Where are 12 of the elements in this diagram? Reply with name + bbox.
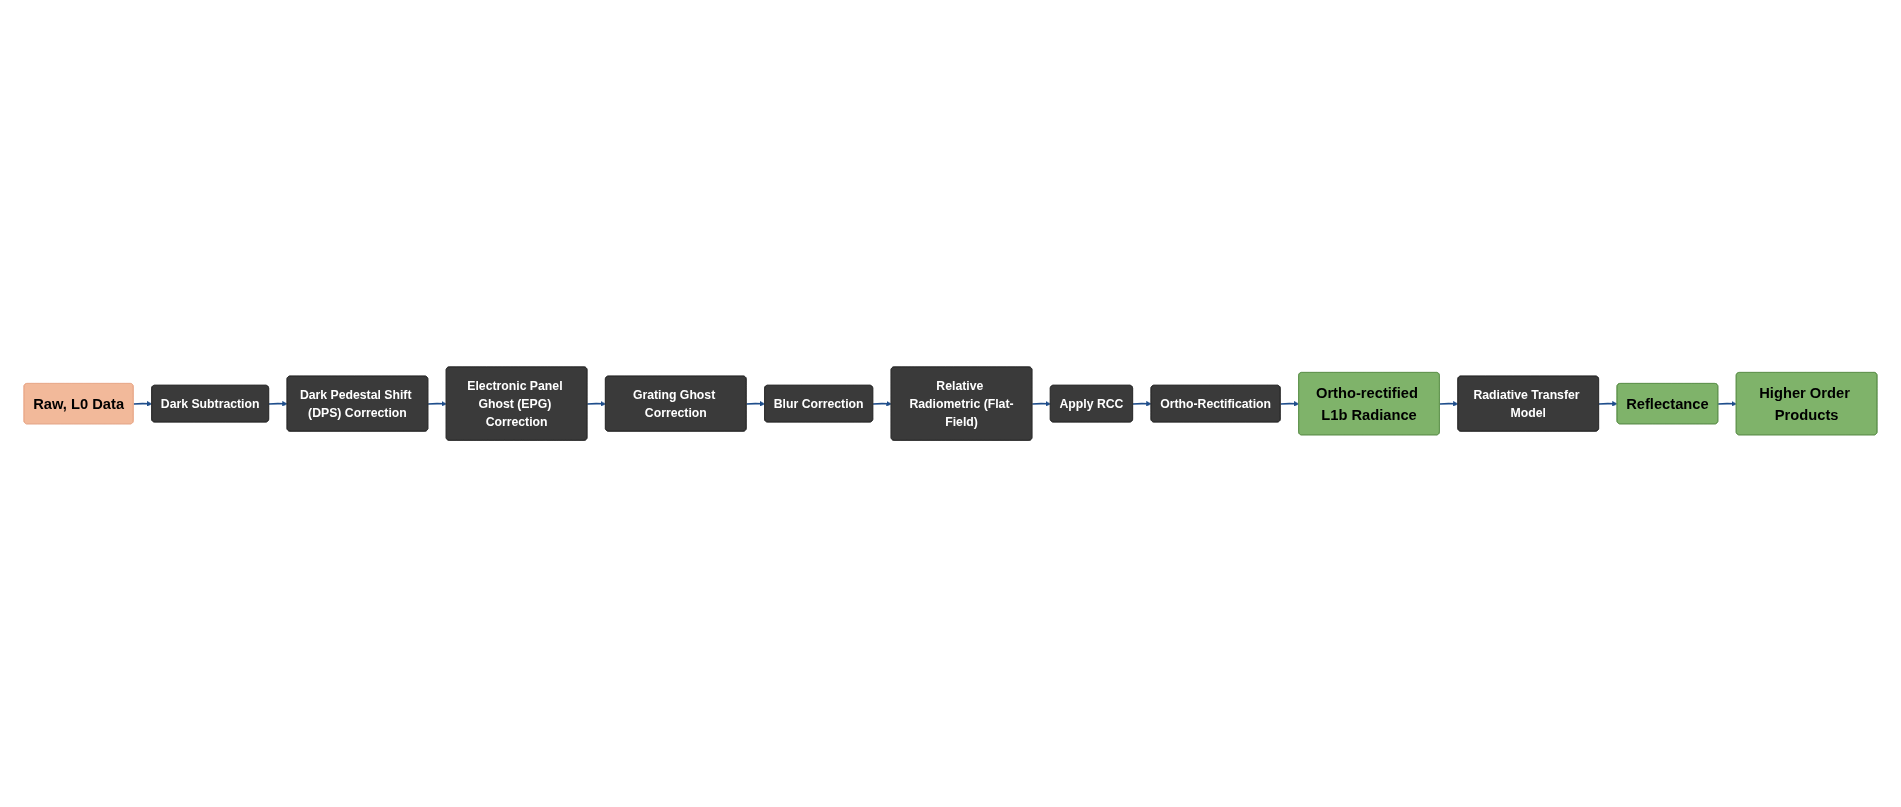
arrow [745, 400, 766, 407]
arrow [427, 400, 447, 407]
arrow [132, 400, 153, 407]
arrow [1598, 400, 1618, 407]
arrow [268, 400, 288, 407]
arrow [1279, 400, 1300, 407]
arrow [1132, 400, 1152, 407]
arrow [872, 400, 892, 407]
arrow [1717, 400, 1737, 407]
arrow [1438, 400, 1459, 407]
arrow [586, 400, 606, 407]
arrow [1031, 400, 1051, 407]
